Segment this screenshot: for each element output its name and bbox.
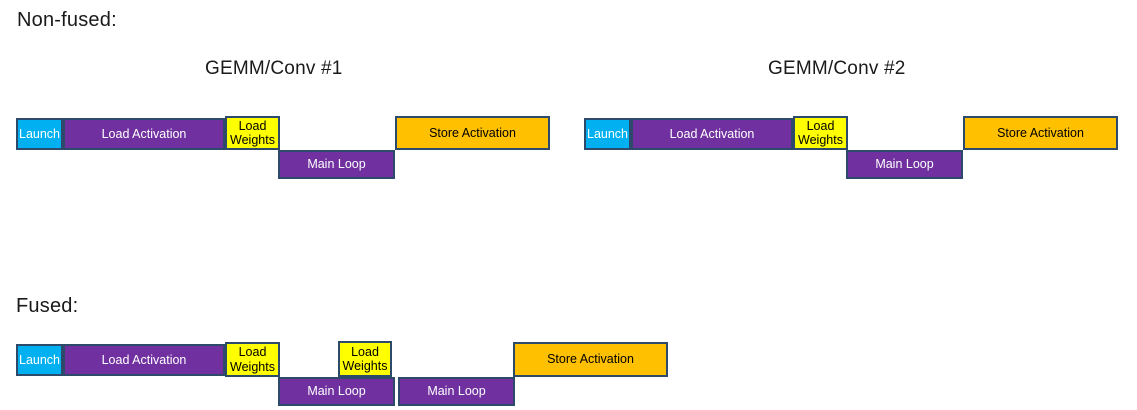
sequence-title-gemm-conv-2: GEMM/Conv #2 — [768, 58, 906, 79]
block-fused-load-weights-1: Load Weights — [225, 342, 280, 377]
block-nonfused2-store-activation: Store Activation — [963, 116, 1118, 150]
block-nonfused2-load-activation: Load Activation — [631, 118, 793, 150]
block-fused-load-activation: Load Activation — [63, 344, 225, 376]
block-nonfused2-load-weights: Load Weights — [793, 116, 848, 150]
block-fused-main-loop-1: Main Loop — [278, 377, 395, 406]
block-nonfused2-launch: Launch — [584, 118, 631, 150]
block-nonfused1-load-activation: Load Activation — [63, 118, 225, 150]
sequence-title-gemm-conv-1: GEMM/Conv #1 — [205, 58, 343, 79]
section-label-nonfused: Non-fused: — [17, 9, 117, 31]
block-fused-main-loop-2: Main Loop — [398, 377, 515, 406]
block-fused-launch: Launch — [16, 344, 63, 376]
section-label-fused: Fused: — [16, 295, 79, 317]
block-nonfused1-load-weights: Load Weights — [225, 116, 280, 150]
block-nonfused2-main-loop: Main Loop — [846, 150, 963, 179]
block-fused-store-activation: Store Activation — [513, 342, 668, 377]
block-fused-load-weights-2: Load Weights — [338, 341, 392, 377]
block-nonfused1-launch: Launch — [16, 118, 63, 150]
block-nonfused1-main-loop: Main Loop — [278, 150, 395, 179]
block-nonfused1-store-activation: Store Activation — [395, 116, 550, 150]
